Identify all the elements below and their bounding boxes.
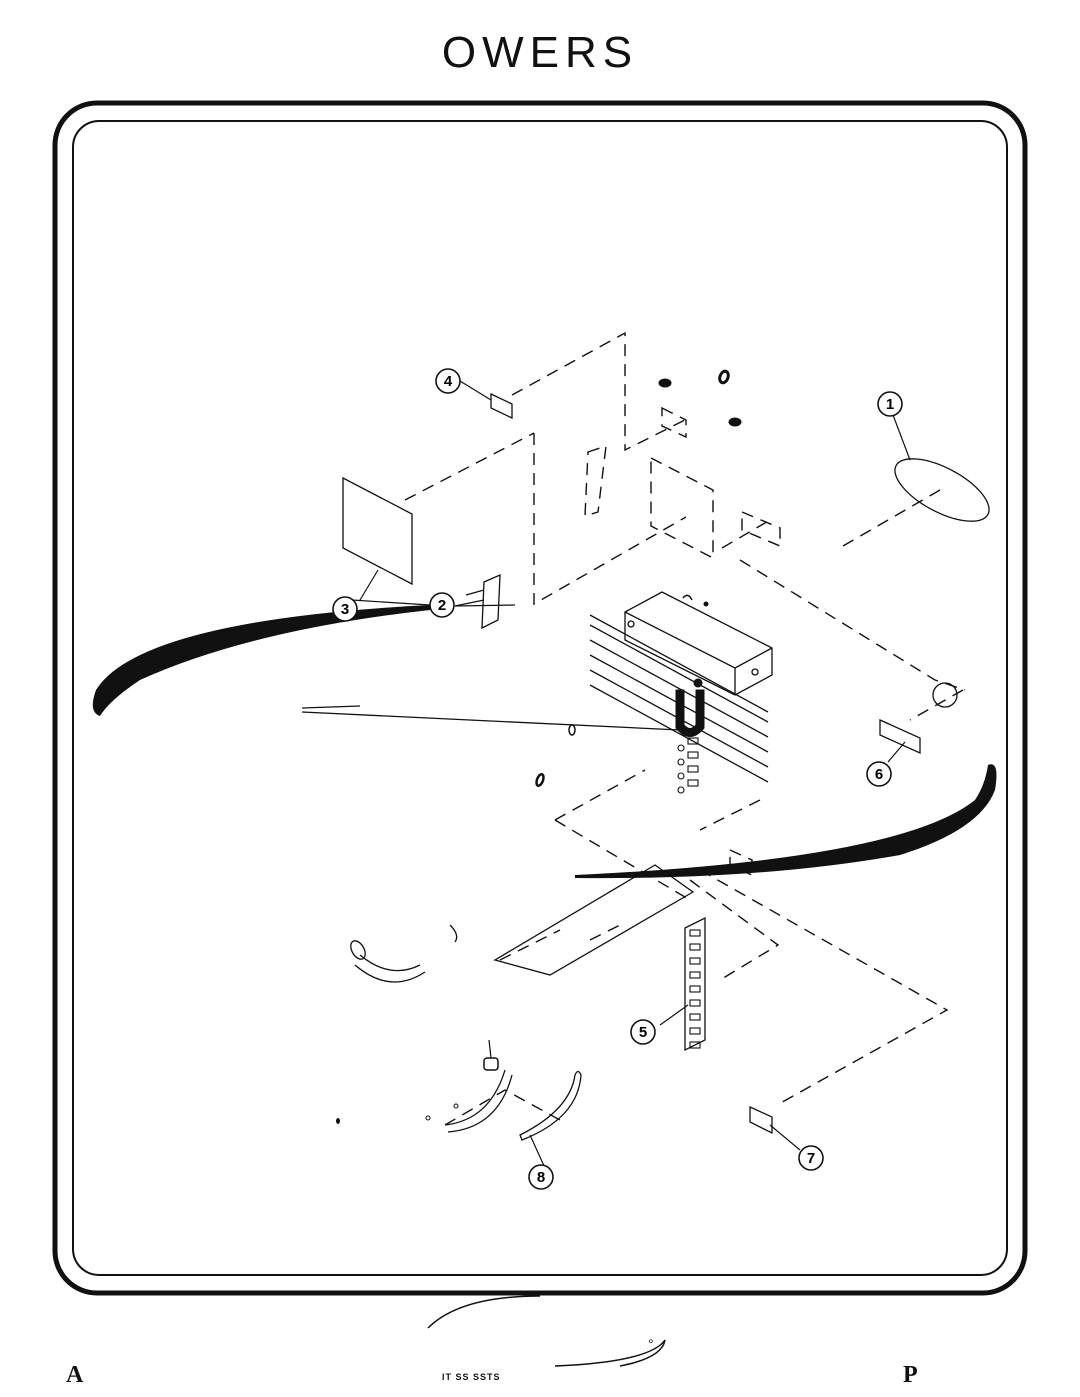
callout-7: 7 [798,1145,824,1171]
callout-6-label: 6 [875,766,883,783]
outer-frame [52,100,1028,1296]
footer-degree-mark: ° [648,1336,654,1352]
footer-swash [427,1295,541,1329]
left-swoosh [92,605,431,716]
callout-2: 2 [429,592,455,618]
callout-6: 6 [866,761,892,787]
callout-1: 1 [877,391,903,417]
callout-8: 8 [528,1164,554,1190]
page-title: OWERS [441,28,639,77]
callout-5-label: 5 [639,1024,647,1041]
callout-5: 5 [630,1019,656,1045]
callout-4: 4 [435,368,461,394]
inner-frame [72,120,1008,1276]
footer-center-text: IT SS SSTS [442,1372,501,1382]
callout-3-label: 3 [341,601,349,618]
callout-7-label: 7 [807,1150,815,1167]
callout-4-label: 4 [444,373,453,390]
callout-8-label: 8 [537,1169,545,1186]
callout-1-label: 1 [886,396,894,413]
footer-right-letter: P [903,1362,918,1388]
callout-3: 3 [332,596,358,622]
footer-left-letter: A [66,1362,84,1388]
right-swoosh [575,764,997,879]
callout-2-label: 2 [438,597,446,614]
